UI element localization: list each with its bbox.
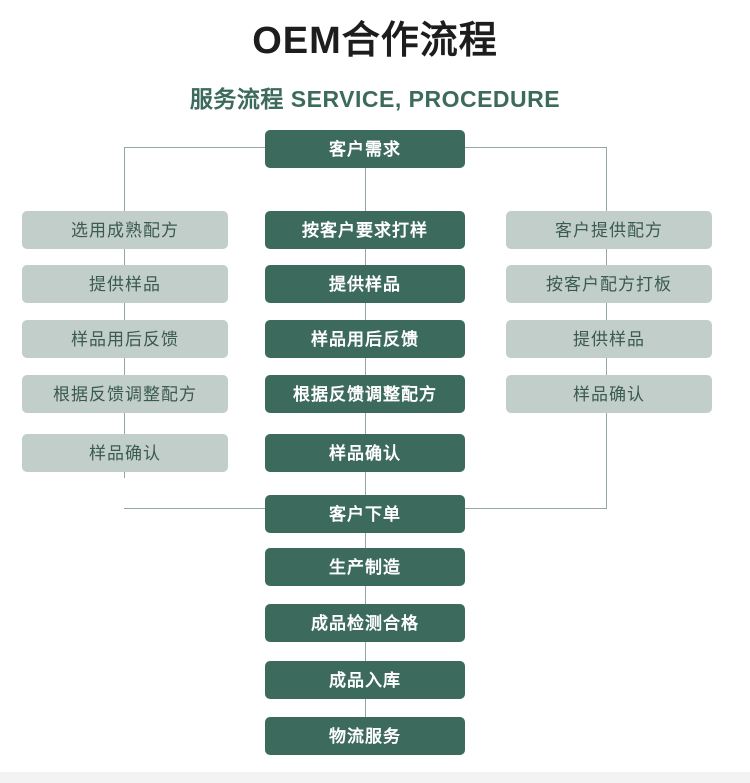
node-left-3[interactable]: 样品用后反馈 xyxy=(22,320,228,358)
node-label: 样品用后反馈 xyxy=(311,329,419,349)
connector-left-spine-top xyxy=(124,147,125,211)
node-label: 样品确认 xyxy=(573,384,645,404)
node-left-1[interactable]: 选用成熟配方 xyxy=(22,211,228,249)
connector-start-to-left-h xyxy=(124,147,265,148)
node-label: 客户需求 xyxy=(329,139,401,159)
node-center-4[interactable]: 根据反馈调整配方 xyxy=(265,375,465,413)
node-center-3[interactable]: 样品用后反馈 xyxy=(265,320,465,358)
node-label: 提供样品 xyxy=(329,274,401,294)
node-label: 按客户配方打板 xyxy=(546,274,672,294)
node-label: 成品检测合格 xyxy=(311,613,419,633)
node-start[interactable]: 客户需求 xyxy=(265,130,465,168)
node-right-3[interactable]: 提供样品 xyxy=(506,320,712,358)
bottom-band xyxy=(0,772,750,783)
page-title: OEM合作流程 xyxy=(252,20,498,62)
node-label: 样品用后反馈 xyxy=(71,329,179,349)
node-right-4[interactable]: 样品确认 xyxy=(506,375,712,413)
node-tail-3[interactable]: 成品入库 xyxy=(265,661,465,699)
connector-start-to-right-h xyxy=(465,147,606,148)
node-label: 成品入库 xyxy=(329,670,401,690)
connector-right-to-merge-h xyxy=(464,508,607,509)
node-label: 生产制造 xyxy=(329,557,401,577)
node-center-2[interactable]: 提供样品 xyxy=(265,265,465,303)
node-label: 样品确认 xyxy=(89,443,161,463)
node-label: 客户提供配方 xyxy=(555,220,663,240)
node-label: 提供样品 xyxy=(573,329,645,349)
node-label: 根据反馈调整配方 xyxy=(293,384,437,404)
connector-right-spine-top xyxy=(606,147,607,211)
node-right-2[interactable]: 按客户配方打板 xyxy=(506,265,712,303)
node-label: 样品确认 xyxy=(329,443,401,463)
node-tail-1[interactable]: 生产制造 xyxy=(265,548,465,586)
connector-right-column-spine xyxy=(606,211,607,508)
node-center-5[interactable]: 样品确认 xyxy=(265,434,465,472)
node-label: 选用成熟配方 xyxy=(71,220,179,240)
node-label: 物流服务 xyxy=(329,726,401,746)
page-subtitle: 服务流程 SERVICE, PROCEDURE xyxy=(189,86,561,112)
node-tail-4[interactable]: 物流服务 xyxy=(265,717,465,755)
node-center-1[interactable]: 按客户要求打样 xyxy=(265,211,465,249)
node-left-4[interactable]: 根据反馈调整配方 xyxy=(22,375,228,413)
node-tail-2[interactable]: 成品检测合格 xyxy=(265,604,465,642)
node-merge-order[interactable]: 客户下单 xyxy=(265,495,465,533)
node-label: 按客户要求打样 xyxy=(302,220,428,240)
node-left-2[interactable]: 提供样品 xyxy=(22,265,228,303)
node-right-1[interactable]: 客户提供配方 xyxy=(506,211,712,249)
node-label: 根据反馈调整配方 xyxy=(53,384,197,404)
node-left-5[interactable]: 样品确认 xyxy=(22,434,228,472)
connector-left-to-merge-h xyxy=(124,508,267,509)
node-label: 提供样品 xyxy=(89,274,161,294)
node-label: 客户下单 xyxy=(329,504,401,524)
